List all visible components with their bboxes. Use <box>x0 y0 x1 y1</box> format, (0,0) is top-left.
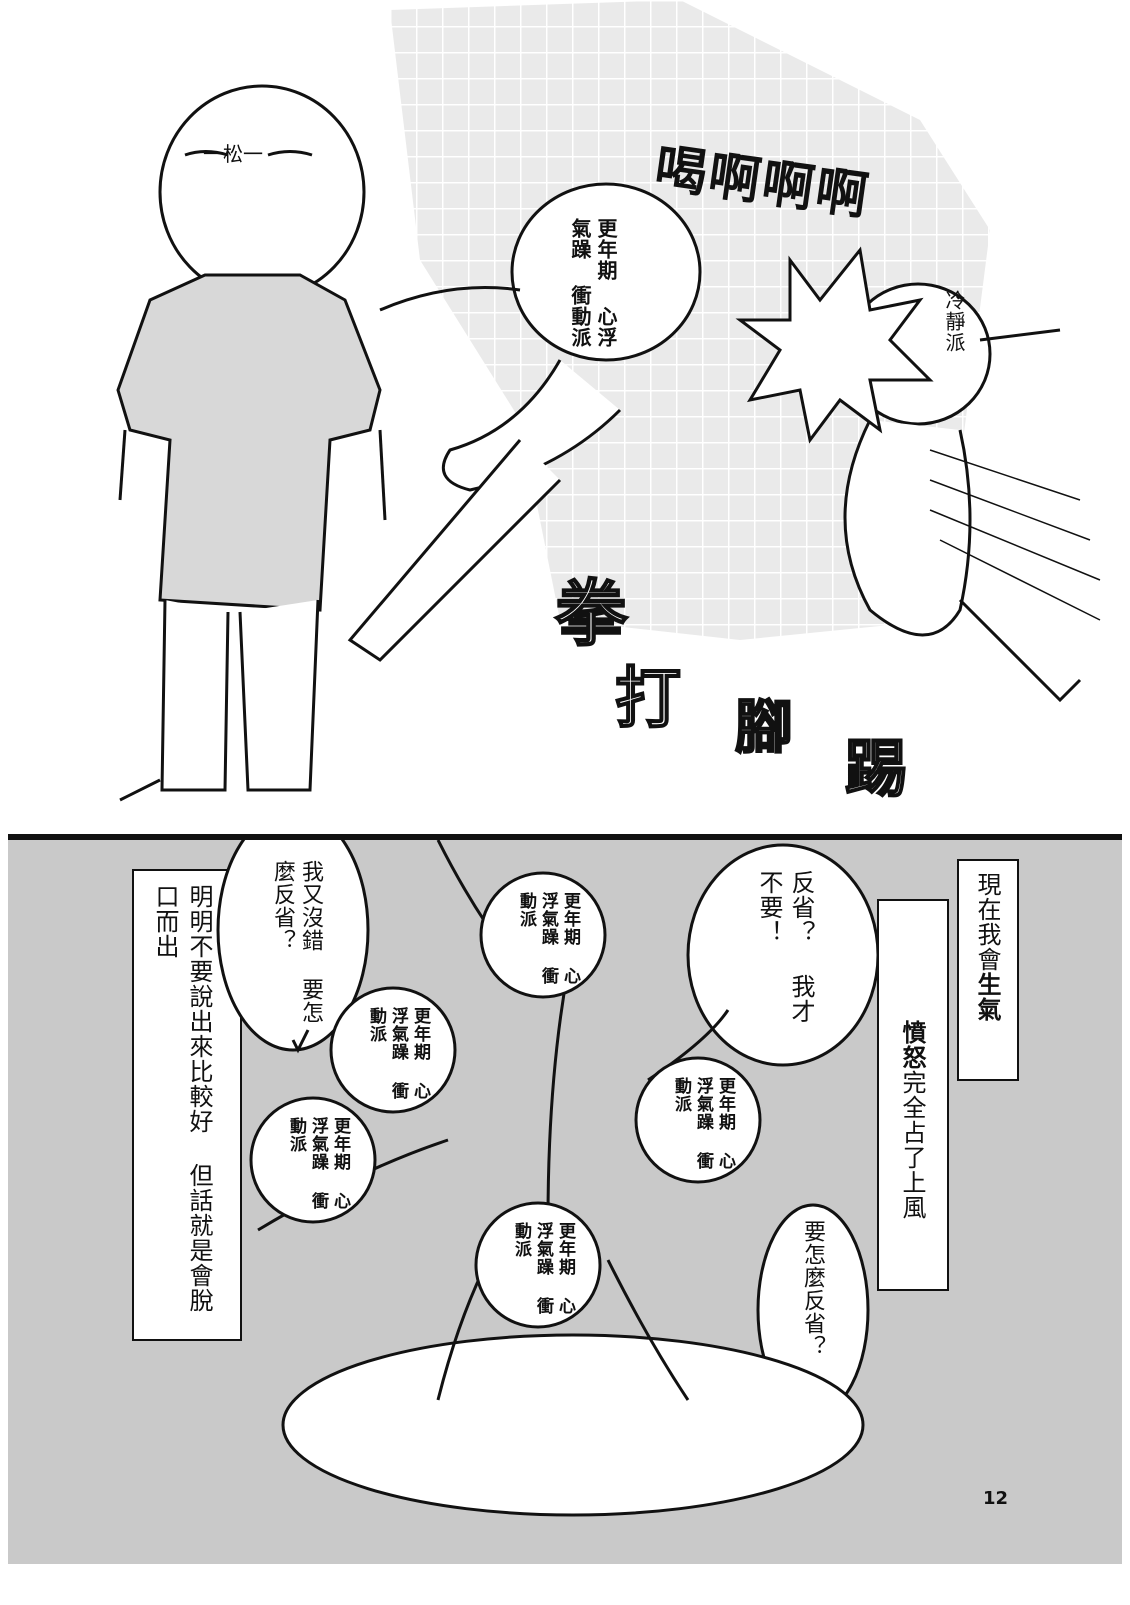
head-line: 更年期 <box>330 1117 350 1171</box>
bottom-panel: 明明不要說出來比較好 但話就是會脫口而出 我又沒錯 要怎麼反省？ 反省？ 我才不… <box>8 834 1122 1564</box>
head-line: 更年期 <box>410 1007 430 1061</box>
head-label: 更年期 心浮氣躁 衝動派 <box>515 892 581 1002</box>
bubble-line: 心浮氣躁 <box>568 218 618 348</box>
caption-line: 但話就是會脫口而出 <box>151 884 213 1313</box>
head-label: 更年期 心浮氣躁 衝動派 <box>365 1007 431 1117</box>
speech-right: 反省？ 我才不要！ <box>753 870 817 1040</box>
top-panel: 一松一 更年期 心浮氣躁 衝動派 冷靜派 喝啊啊啊 拳 打 腳 踢 <box>116 0 1101 806</box>
top-panel-art <box>116 0 1101 802</box>
head-line: 衝動派 <box>516 892 558 985</box>
face-mark: 一松一 <box>203 142 263 166</box>
caption-right-a: 現在我會生氣 <box>973 872 1001 1072</box>
speech-left: 我又沒錯 要怎麼反省？ <box>268 860 324 1030</box>
head-line: 心浮氣躁 <box>693 1077 735 1170</box>
bubble-line: 更年期 <box>594 218 618 281</box>
bubble-impulsive-top: 更年期 心浮氣躁 衝動派 <box>567 218 619 358</box>
caption-emphasis: 生氣 <box>973 972 1001 1022</box>
speech-line: 我才不要！ <box>755 870 815 1024</box>
caption-left: 明明不要說出來比較好 但話就是會脫口而出 <box>148 884 216 1324</box>
sfx-hit: 打 <box>614 659 682 738</box>
caption-emphasis: 憤怒 <box>898 1020 926 1070</box>
speech-line: 要怎麼反省？ <box>270 860 323 1024</box>
speech-bottom-right: 要怎麼反省？ <box>800 1220 825 1358</box>
head-label: 更年期 心浮氣躁 衝動派 <box>510 1222 576 1332</box>
head-label: 更年期 心浮氣躁 衝動派 <box>285 1117 351 1227</box>
head-line: 心浮氣躁 <box>538 892 580 985</box>
speech-line: 我又沒錯 <box>298 860 323 952</box>
caption-text: 現在我會 <box>973 872 1001 972</box>
bubble-calm: 冷靜派 <box>942 290 966 353</box>
sfx-foot: 腳 <box>734 692 794 762</box>
head-line: 衝動派 <box>671 1077 713 1170</box>
speech-line: 反省？ <box>787 870 815 945</box>
head-line: 更年期 <box>555 1222 575 1276</box>
head-label: 更年期 心浮氣躁 衝動派 <box>670 1077 736 1187</box>
head-line: 心浮氣躁 <box>388 1007 430 1100</box>
caption-right-b: 憤怒完全占了上風 <box>898 1020 926 1290</box>
caption-text: 完全占了上風 <box>898 1070 926 1220</box>
bubble-line: 衝動派 <box>568 285 592 348</box>
head-line: 衝動派 <box>286 1117 328 1210</box>
sfx-fist: 拳 <box>554 571 628 657</box>
head-line: 心浮氣躁 <box>308 1117 350 1210</box>
head-line: 衝動派 <box>366 1007 408 1100</box>
head-line: 更年期 <box>560 892 580 946</box>
head-line: 心浮氣躁 <box>533 1222 575 1315</box>
caption-line: 明明不要說出來比較好 <box>185 884 213 1134</box>
page-number: 12 <box>983 1488 1009 1509</box>
head-line: 衝動派 <box>511 1222 553 1315</box>
head-line: 更年期 <box>715 1077 735 1131</box>
sfx-kick: 踢 <box>844 731 908 806</box>
bottom-panel-art <box>132 840 1019 1517</box>
